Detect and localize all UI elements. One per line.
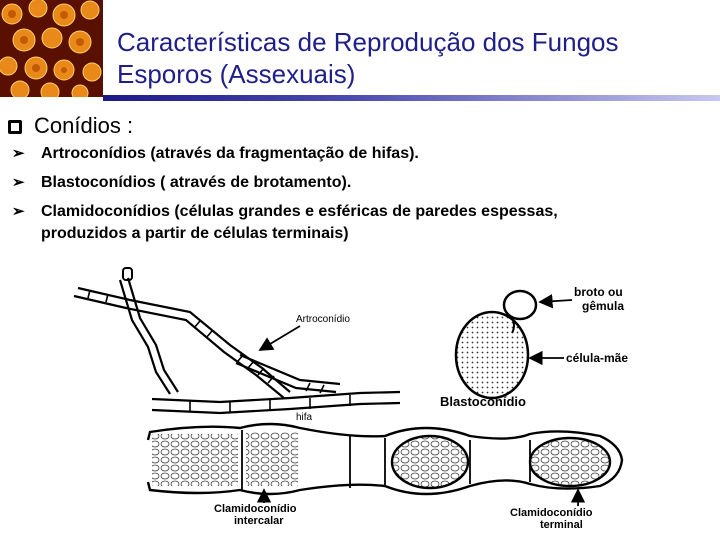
square-bullet-icon xyxy=(8,120,22,134)
conidia-diagram: Artroconídio hifa broto ou gêmula célula… xyxy=(73,267,628,531)
arrow-bullet-icon: ➢ xyxy=(12,174,25,191)
arrow-broto xyxy=(538,294,573,309)
label-clamido-terminal-line-1: Clamidoconídio xyxy=(510,507,593,519)
arrow-artroconidio xyxy=(258,325,301,351)
blastoconidio-cell xyxy=(454,289,538,400)
slide-title: Características de Reprodução dos Fungos… xyxy=(117,26,619,90)
artroconidio-hypha xyxy=(73,277,401,415)
title-divider xyxy=(103,95,720,101)
arrow-bullet-icon: ➢ xyxy=(12,145,25,162)
title-line-2: Esporos (Assexuais) xyxy=(117,59,356,89)
arrow-bullet-icon: ➢ xyxy=(12,203,25,220)
label-broto-line-2: gêmula xyxy=(582,299,624,313)
label-celula-mae: célula-mãe xyxy=(566,351,628,365)
label-artroconidio: Artroconídio xyxy=(296,314,350,325)
label-clamido-terminal-line-2: terminal xyxy=(540,519,583,531)
sub-bullet-text: Blastoconídios ( através de brotamento). xyxy=(41,174,352,191)
label-blastoconidio: Blastoconídio xyxy=(440,394,526,409)
sub-bullet-text: Artroconídios (através da fragmentação d… xyxy=(41,145,419,162)
sub-bullet-text-line-1: Clamidoconídios (células grandes e esfér… xyxy=(41,203,558,220)
spores-logo-image xyxy=(0,0,103,97)
clamidoconidio-chain xyxy=(146,422,624,496)
label-broto-line-1: broto ou xyxy=(574,285,623,299)
label-hifa: hifa xyxy=(296,412,313,423)
title-line-1: Características de Reprodução dos Fungos xyxy=(117,27,619,57)
label-clamido-intercalar-line-2: intercalar xyxy=(234,515,284,527)
sub-bullet-text-line-2: produzidos a partir de células terminais… xyxy=(41,225,349,242)
detached-artroconidio xyxy=(122,267,133,281)
main-bullet-text: Conídios : xyxy=(34,113,134,138)
label-clamido-intercalar-line-1: Clamidoconídio xyxy=(214,503,297,515)
main-bullet: Conídios : xyxy=(8,113,133,139)
